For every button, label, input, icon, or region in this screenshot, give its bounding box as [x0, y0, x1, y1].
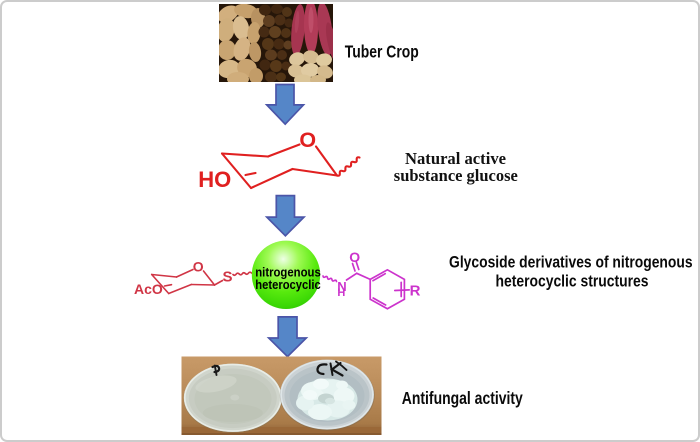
- svg-text:HO: HO: [198, 167, 231, 192]
- svg-text:O: O: [299, 128, 316, 152]
- svg-text:O: O: [349, 249, 360, 265]
- svg-text:S: S: [222, 269, 232, 286]
- svg-text:AcO: AcO: [134, 281, 163, 297]
- svg-text:nitrogenous: nitrogenous: [255, 265, 321, 280]
- svg-text:R: R: [410, 283, 421, 300]
- svg-text:Tuber Crop: Tuber Crop: [345, 41, 419, 61]
- svg-text:N: N: [337, 279, 346, 294]
- svg-text:substance glucose: substance glucose: [394, 166, 518, 185]
- svg-text:O: O: [193, 259, 204, 275]
- svg-text:H: H: [337, 287, 345, 299]
- svg-text:heterocyclic structures: heterocyclic structures: [496, 273, 649, 291]
- svg-text:Glycoside derivatives of nitro: Glycoside derivatives of nitrogenous: [449, 253, 693, 271]
- svg-text:Natural active: Natural active: [405, 149, 506, 168]
- svg-text:Antifungal activity: Antifungal activity: [402, 388, 523, 408]
- svg-text:heterocyclic: heterocyclic: [255, 277, 321, 292]
